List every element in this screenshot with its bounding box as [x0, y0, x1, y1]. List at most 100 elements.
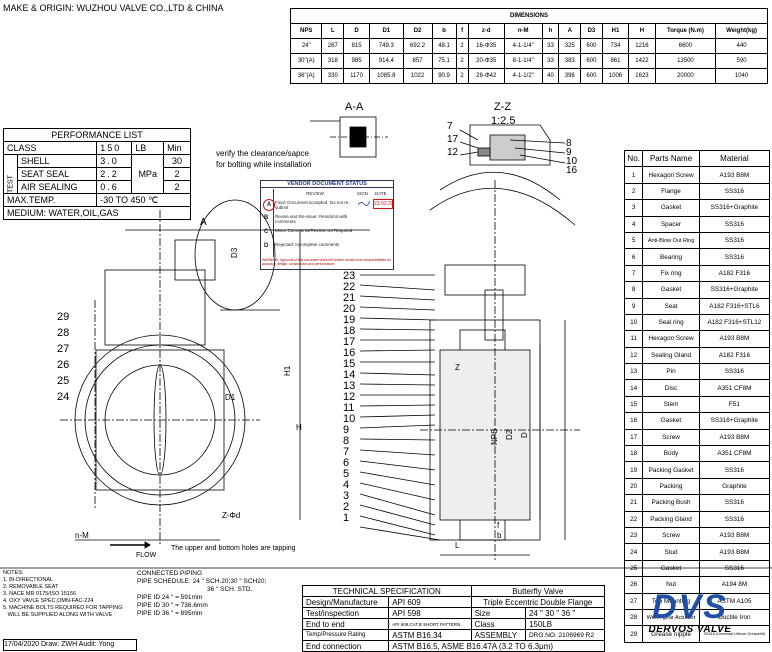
spec-value: API 609,CAT.B SHORT PATTERN — [388, 618, 472, 630]
brand-name: DERVOS VALVE — [648, 624, 732, 635]
dim-cell: 1170 — [343, 68, 370, 84]
parts-cell: Packing Bush — [642, 494, 700, 512]
parts-cell: 4 — [623, 215, 644, 233]
tech-spec-table: TECHNICAL SPECIFICATION Butterfly Valve … — [301, 585, 606, 652]
vendor-stamp-title: VENDOR DOCUMENT STATUS — [261, 181, 393, 188]
right-callout: 7 — [343, 446, 349, 458]
audit-label: Audit: — [78, 641, 97, 648]
performance-table: PERFORMANCE LIST CLASS 150 LB Min TEST S… — [2, 128, 191, 220]
right-callout: 18 — [343, 325, 355, 337]
dim-cell: 4-1-1/2" — [503, 68, 543, 84]
zz-callout: 16 — [566, 165, 578, 176]
spec-key: Design/Manufacture — [301, 596, 390, 608]
parts-cell: 21 — [623, 494, 644, 512]
parts-cell: A182 F316+STL6 — [698, 297, 771, 315]
draw-value: ZWH — [61, 641, 78, 648]
parts-cell: SS316 — [698, 461, 771, 479]
parts-cell: Body — [642, 445, 700, 463]
left-label-a: A — [200, 217, 207, 228]
parts-cell: A193 B8M — [698, 526, 771, 545]
stamp-code-col — [261, 189, 274, 257]
right-callout: 13 — [343, 380, 355, 392]
perf-row-value: 2.2 — [96, 167, 133, 181]
parts-cell: Disc — [642, 379, 700, 397]
left-label-nm: n-M — [75, 531, 89, 540]
section-aa-drawing — [310, 116, 388, 158]
zz-callout: 9 — [566, 147, 572, 158]
parts-cell: 7 — [623, 264, 644, 283]
parts-cell: 3 — [623, 199, 644, 217]
stamp-date-label: DATE — [375, 191, 387, 196]
tech-spec-title: TECHNICAL SPECIFICATION — [302, 585, 472, 597]
spec-key: End connection — [301, 640, 390, 652]
piping-line: PIPE ID 24 " = 591mm — [137, 594, 203, 601]
zz-callout: 7 — [447, 121, 453, 132]
parts-cell: A182 F316 — [698, 346, 771, 365]
parts-cell: SS316 — [698, 363, 771, 381]
drawing-number: DRG.NO. 2106969 R2 — [524, 629, 606, 641]
parts-cell: A193 B8M — [698, 166, 771, 184]
right-callout: 4 — [343, 479, 349, 491]
piping-line: PIPE ID 30 " = 736.6mm — [137, 602, 208, 609]
parts-cell: 11 — [623, 330, 644, 348]
dim-cell: 30"(A) — [289, 53, 323, 69]
parts-cell: 10 — [623, 313, 644, 332]
parts-cell: F51 — [698, 395, 771, 414]
parts-cell: Pin — [642, 363, 700, 381]
parts-column-header: Material — [698, 149, 771, 168]
parts-cell: A193 B8M — [698, 330, 771, 348]
parts-cell: Packing Gasket — [642, 461, 700, 479]
right-callout: 23 — [343, 270, 355, 282]
stamp-code-b: B — [264, 215, 269, 221]
left-label-flow: FLOW — [136, 552, 157, 559]
parts-cell: Packing — [642, 477, 700, 496]
dim-cell: 1040 — [715, 68, 768, 84]
spec-value: API 609 — [388, 596, 472, 608]
draw-label: Draw: — [41, 641, 60, 648]
parts-column-header: Parts Name — [642, 149, 700, 168]
parts-cell: Hexagon Screw — [642, 330, 700, 348]
parts-cell: Stud — [642, 543, 700, 561]
section-zz-drawing — [459, 124, 566, 166]
product-name: Butterfly Valve — [470, 585, 606, 597]
parts-cell: Hexagon Screw — [642, 166, 700, 184]
parts-cell: 5 — [623, 231, 644, 250]
parts-cell: 1 — [623, 166, 644, 184]
dim-cell: 440 — [715, 38, 768, 54]
parts-cell: 12 — [623, 346, 644, 365]
parts-cell: A351 CF8M — [698, 445, 771, 463]
piping-line: 36 " SCH. STD. — [207, 586, 253, 593]
parts-cell: Flange — [642, 182, 700, 201]
right-callout: 10 — [343, 413, 355, 425]
parts-cell: 26 — [623, 576, 644, 594]
parts-cell: A182 F316+STL12 — [698, 313, 771, 332]
stamp-date-value: 23.03.20 — [373, 199, 394, 209]
piping-line: PIPE ID 36 " = 895mm — [137, 610, 203, 617]
right-callout: 11 — [343, 402, 354, 414]
dim-cell: 36"(A) — [289, 68, 323, 84]
parts-cell: Screw — [642, 428, 700, 447]
left-callout: 25 — [57, 375, 69, 387]
stamp-warning: WARNING: Approval of this document does … — [262, 258, 392, 266]
right-callout: 9 — [343, 424, 349, 436]
dim-cell: 330 — [321, 68, 345, 84]
parts-cell: SS316 — [698, 494, 771, 512]
parts-cell: SS316 (Universal Lithium Grease#0) — [698, 625, 771, 643]
stamp-row: Final: Document accepted. Do not re-subm… — [275, 200, 350, 210]
parts-cell: 8 — [623, 281, 644, 299]
right-callout: 6 — [343, 457, 349, 469]
parts-cell: Gasket — [642, 199, 700, 217]
left-callout: 26 — [57, 359, 69, 371]
